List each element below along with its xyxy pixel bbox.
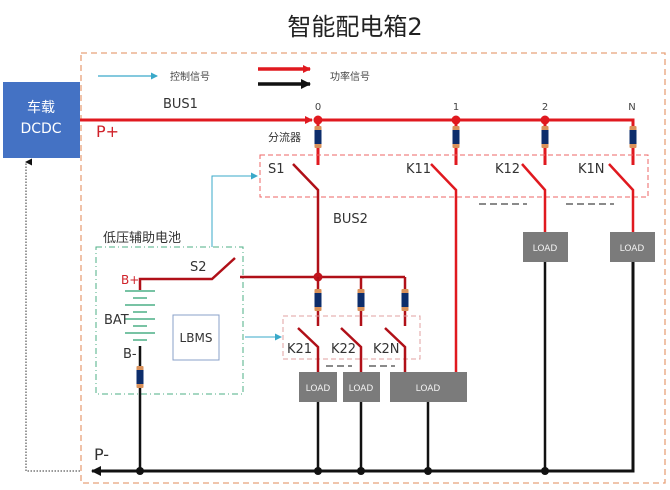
battery-group-box (95, 246, 244, 395)
battery-name-label: BAT (104, 313, 129, 328)
load-label: LOAD (349, 384, 374, 394)
switch-k12[interactable] (521, 163, 547, 232)
legend-power-label: 功率信号 (330, 70, 370, 83)
switch-label-k1n: K1N (578, 162, 605, 177)
switch-label-k11: K11 (406, 162, 431, 177)
switch-label-k22: K22 (331, 342, 356, 357)
switch-label-s2: S2 (190, 260, 207, 275)
fuse-icon-k21 (314, 289, 322, 311)
bus1-rail (318, 118, 635, 134)
bus1-drops (314, 120, 637, 165)
switch-k2n[interactable] (384, 327, 407, 372)
gnd-node (314, 467, 322, 475)
lbms-box (172, 314, 220, 361)
load-box-dual (390, 372, 467, 402)
load-label: LOAD (306, 384, 331, 394)
gnd-node (541, 467, 549, 475)
p-minus-label: P- (94, 445, 109, 464)
battery-neg-label: B- (123, 347, 137, 362)
load-label: LOAD (533, 244, 558, 254)
feedback-dotted-line (25, 158, 80, 472)
p-plus-label: P+ (96, 122, 119, 141)
switch-row-2: K21 K22 K2N (287, 327, 407, 372)
load-box-k1n (610, 232, 655, 262)
shunt-fuse-icon (314, 126, 322, 148)
switch-k22[interactable] (340, 327, 363, 372)
load-box-k21 (299, 372, 337, 402)
switch-k21[interactable] (297, 327, 320, 372)
load-label: LOAD (620, 244, 645, 254)
switch-label-k2n: K2N (373, 342, 400, 357)
tap-label-n: N (628, 102, 635, 113)
switch-label-k12: K12 (495, 162, 520, 177)
battery-pos-label: B+ (121, 273, 139, 287)
p-minus-rail (91, 262, 635, 476)
enclosure-border (80, 52, 666, 484)
diagram-title: 智能配电箱2 (287, 13, 422, 41)
bus2-branches (313, 272, 409, 326)
loads-row-2: LOAD LOAD LOAD (299, 372, 467, 402)
load-label: LOAD (416, 384, 441, 394)
loads-row-1: LOAD LOAD (523, 232, 655, 262)
switch-label-k21: K21 (287, 342, 312, 357)
dcdc-label-1: 车载 (27, 99, 55, 116)
switch-row-1: S1 K11 K12 K1N (268, 162, 635, 372)
battery-fuse-icon (136, 366, 144, 388)
battery-group-label: 低压辅助电池 (103, 231, 181, 246)
legend-control-label: 控制信号 (170, 70, 210, 83)
fuse-icon-2 (541, 126, 549, 148)
switch-s2[interactable] (138, 257, 236, 290)
bus2-label: BUS2 (333, 212, 368, 227)
lbms-label: LBMS (180, 331, 213, 345)
fuse-icon-1 (452, 126, 460, 148)
bus1: BUS1 P+ 0 1 2 N 分流器 (80, 97, 636, 144)
dcdc-block: 车载 DCDC (3, 82, 80, 158)
battery-cells-icon (125, 290, 155, 341)
gnd-node (136, 467, 144, 475)
load-box-k22 (343, 372, 380, 402)
ground-return: P- (91, 262, 635, 476)
tap-label-1: 1 (453, 102, 459, 113)
dcdc-label-2: DCDC (20, 121, 61, 137)
shunt-label: 分流器 (268, 130, 301, 144)
fuse-icon-n (629, 126, 637, 148)
switch-group-1-box (259, 154, 649, 198)
switch-label-s1: S1 (268, 162, 285, 177)
fuse-icon-k22 (357, 289, 365, 311)
bus1-label: BUS1 (163, 97, 198, 112)
switch-k1n[interactable] (608, 163, 635, 232)
fuse-icon-k2n (401, 289, 409, 311)
tap-label-2: 2 (542, 102, 548, 113)
tap-label-0: 0 (315, 102, 321, 113)
control-line-to-s1 (211, 172, 258, 247)
legend: 控制信号 功率信号 (98, 65, 370, 89)
switch-s1[interactable] (292, 163, 320, 277)
switch-k11[interactable] (430, 163, 458, 372)
switch-group-2-box (282, 315, 421, 360)
load-box-k12 (523, 232, 568, 262)
dcdc-box (3, 82, 80, 158)
gnd-node (357, 467, 365, 475)
gnd-node (424, 467, 432, 475)
